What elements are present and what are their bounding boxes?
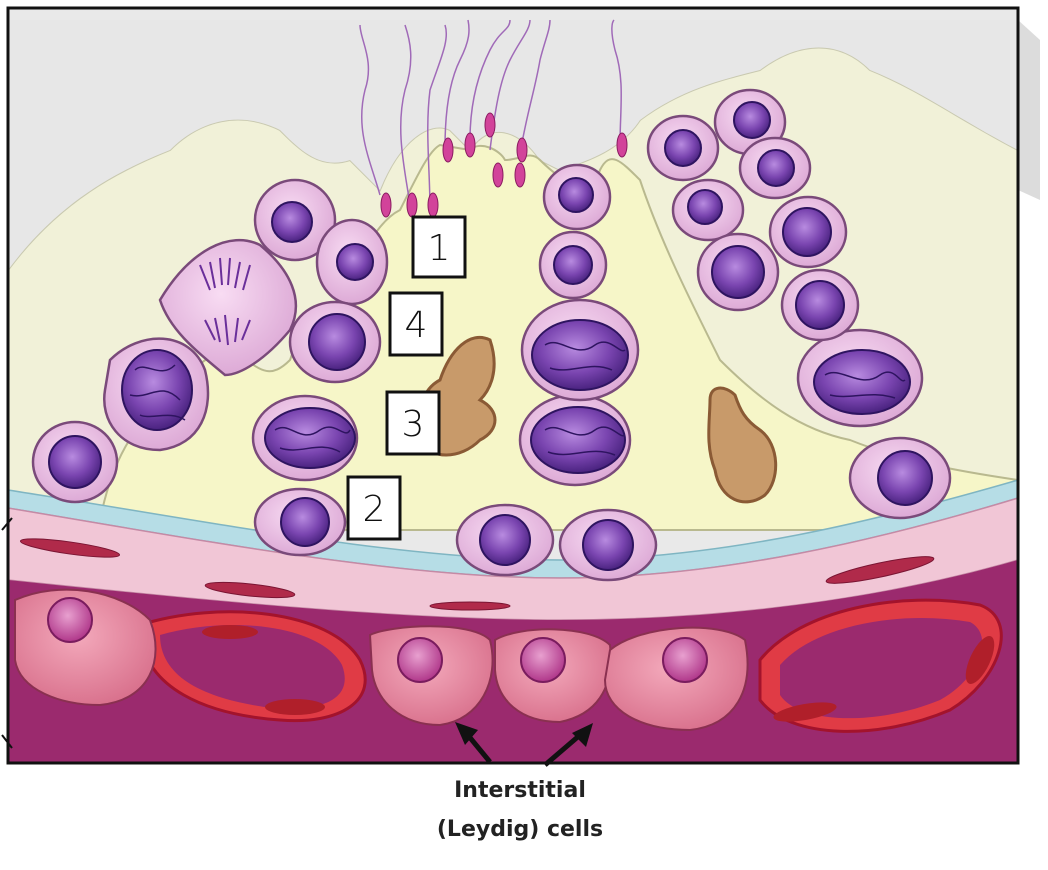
background-hills (8, 20, 1018, 270)
chromatin-strands (129, 341, 906, 456)
label-box-1: 1 (411, 215, 467, 279)
caption-line-2: (Leydig) cells (437, 817, 603, 842)
leydig-cell-4 (603, 626, 749, 732)
spermatogonium-nuclei (48, 435, 933, 571)
leydig-cell-1 (14, 588, 157, 707)
leydig-arrows (455, 722, 593, 767)
label-box-4: 4 (388, 291, 444, 357)
right-edge-shadow (1018, 20, 1040, 200)
caption-line-1: Interstitial (454, 778, 586, 803)
label-box-3: 3 (385, 390, 441, 456)
svg-text:3: 3 (402, 404, 425, 445)
dividing-cell (158, 238, 298, 377)
blood-vessel-left (138, 610, 367, 723)
svg-text:2: 2 (363, 489, 386, 530)
spermatozoa (359, 19, 628, 218)
svg-text:4: 4 (405, 305, 428, 346)
svg-text:1: 1 (428, 228, 451, 269)
spermatid-nuclei (271, 101, 845, 371)
myoid-nuclei (19, 538, 935, 611)
label-box-2: 2 (346, 475, 402, 541)
left-edge-bracket (1, 517, 13, 749)
blood-vessel-right (758, 598, 1003, 733)
frame-border (6, 6, 1020, 765)
leydig-cell-2 (368, 625, 494, 727)
leydig-cell-3 (494, 628, 612, 724)
primary-spermatocyte-nuclei (121, 319, 911, 474)
